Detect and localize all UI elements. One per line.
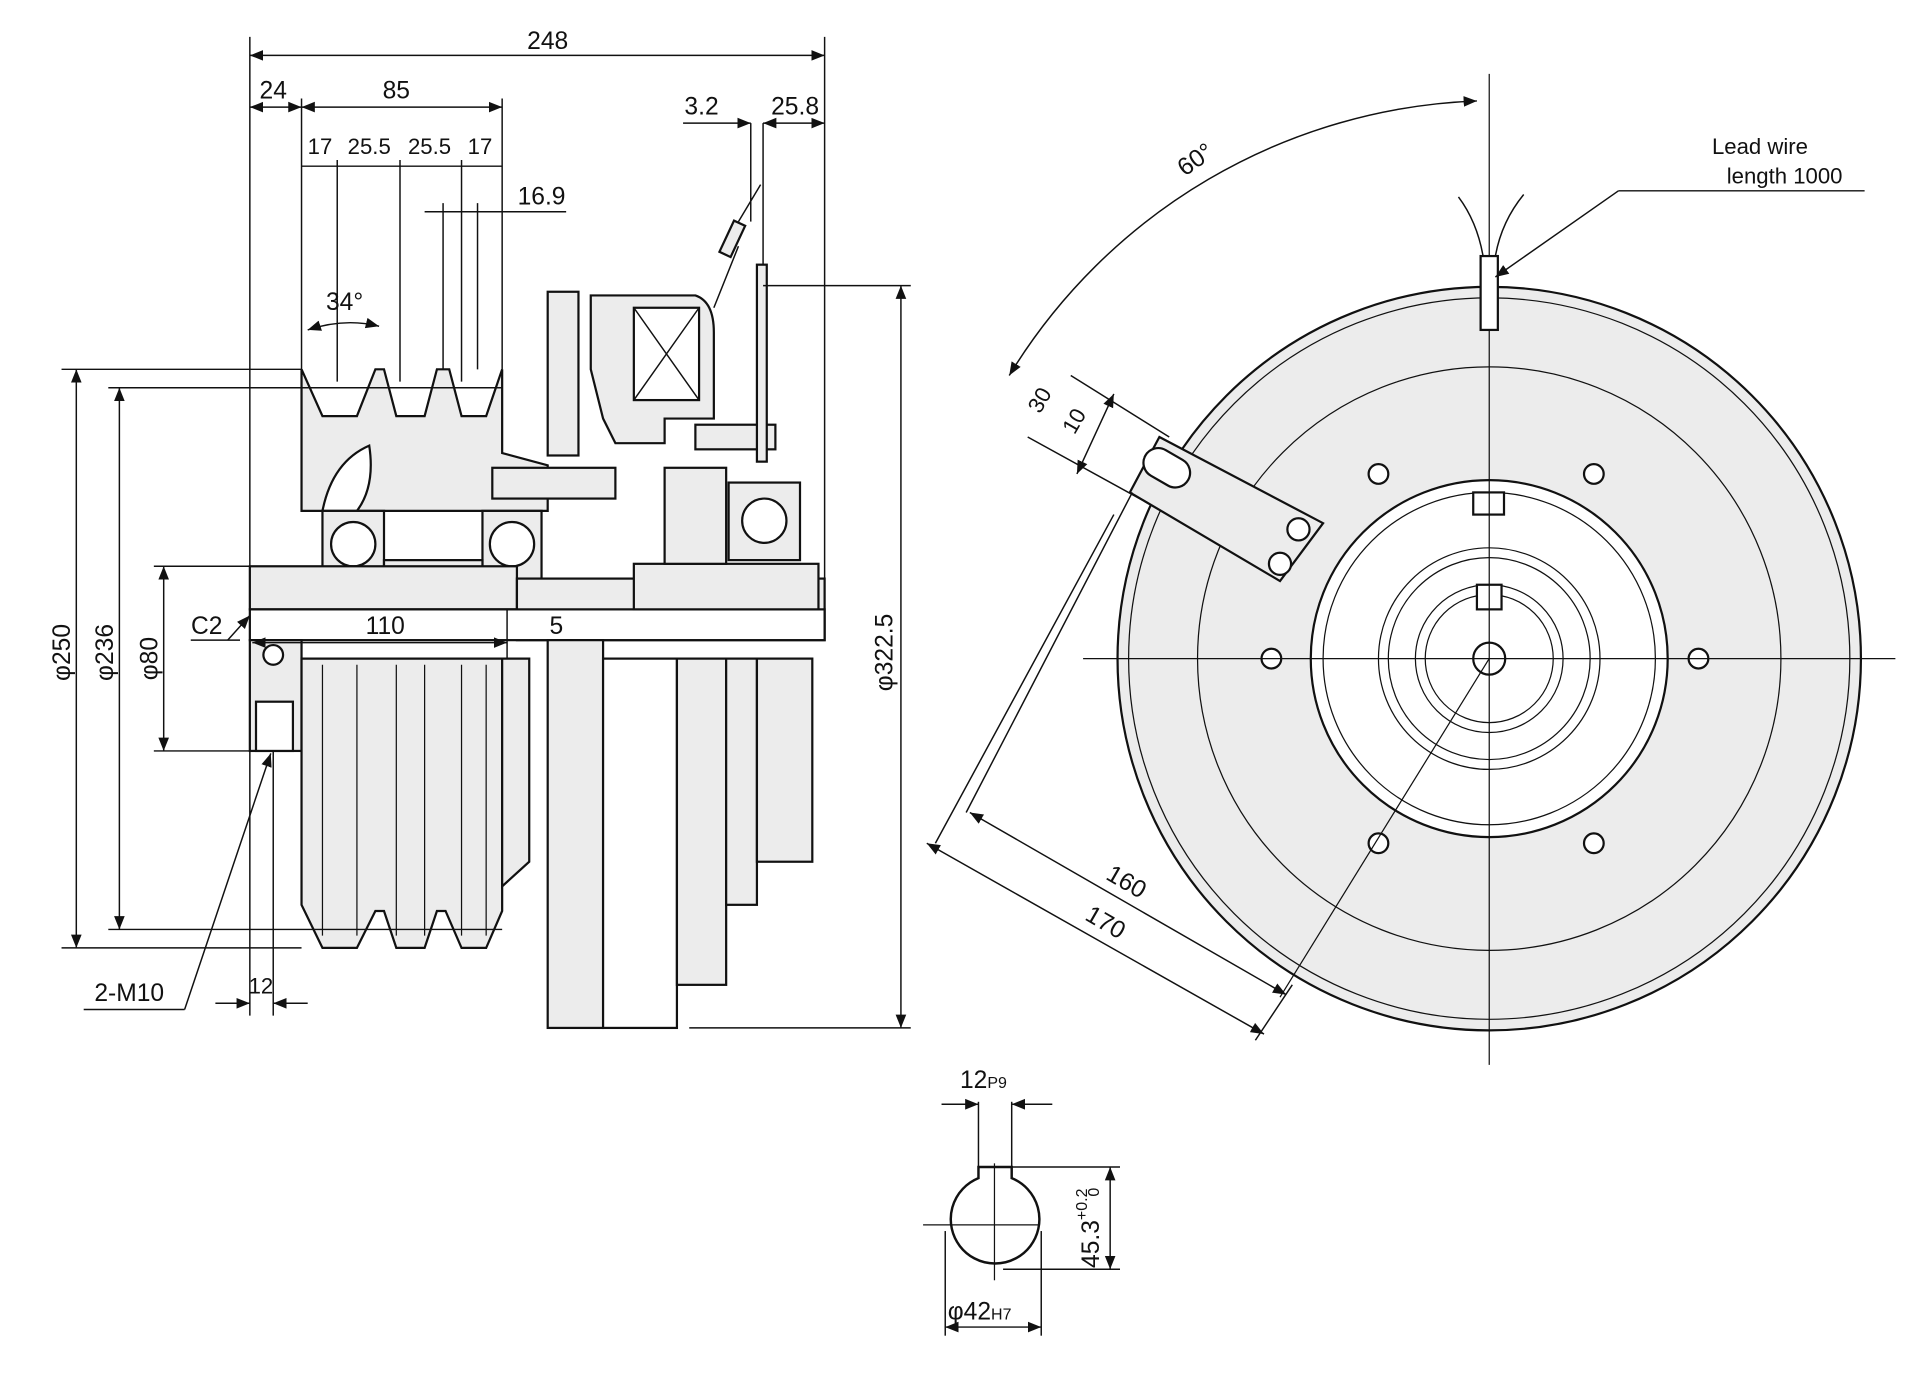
dia-80: φ80: [137, 637, 164, 680]
side-dimensions: [61, 36, 911, 1029]
dim-248: 248: [527, 28, 568, 55]
bearing-ball-right: [488, 520, 536, 568]
dim-17a: 17: [308, 134, 333, 159]
tap-hole: [254, 700, 295, 753]
lead-wire-label: Lead wire: [1712, 134, 1808, 159]
mount-plate: [755, 263, 768, 463]
dia-250: φ250: [49, 624, 76, 681]
front-dimensions: [926, 96, 1865, 1041]
dim-12: 12: [249, 973, 274, 998]
lead-wire-side: [713, 245, 740, 309]
dim-16-9: 16.9: [518, 183, 566, 210]
rotor-disc: [546, 639, 605, 1030]
dim-24: 24: [260, 77, 287, 104]
dia-322-5: φ322.5: [871, 614, 898, 692]
dim-5: 5: [549, 613, 563, 640]
dim-3-2: 3.2: [684, 93, 718, 120]
dia-236: φ236: [92, 624, 119, 681]
chamfer-c2: C2: [191, 613, 222, 640]
flange: [632, 562, 820, 611]
keyway-detail: 12P9 45.3+0.2 0 φ42H7: [923, 1067, 1120, 1336]
dim-30: 30: [1023, 383, 1057, 417]
dim-85: 85: [383, 77, 410, 104]
bracket: [663, 466, 728, 565]
dim-160: 160: [1102, 860, 1151, 904]
front-view: [1083, 73, 1896, 1065]
hub-upper: [248, 565, 519, 611]
side-dimension-labels: 248 24 85 17 25.5 25.5 17 16.9 34° 3.2 2…: [49, 28, 898, 1007]
bearing-ball-left: [329, 520, 377, 568]
field-housing: [755, 657, 814, 863]
dim-17b: 17: [468, 134, 493, 159]
angle-34: 34°: [326, 289, 363, 316]
dim-10: 10: [1057, 404, 1091, 438]
pulley-lower-section: [300, 657, 504, 950]
dim-170: 170: [1081, 901, 1130, 945]
keyway-depth: 45.3+0.2: [1074, 1188, 1105, 1268]
stud: [491, 466, 617, 500]
bore-diameter: φ42H7: [948, 1299, 1012, 1326]
keyway-width: 12P9: [960, 1067, 1007, 1094]
tap-2-m10: 2-M10: [94, 980, 164, 1007]
side-view: [248, 184, 826, 1030]
brake-plate: [546, 290, 580, 457]
armature-disc: [601, 657, 679, 1030]
dim-25-5a: 25.5: [348, 134, 391, 159]
setscrew: [262, 643, 285, 666]
lead-wire-length: length 1000: [1727, 163, 1843, 188]
dim-110: 110: [366, 613, 405, 640]
shaft-bore: [248, 608, 826, 642]
lead-wire: [1479, 254, 1499, 332]
dim-25-8: 25.8: [771, 93, 819, 120]
keyway-depth-lower-tol: 0: [1086, 1188, 1103, 1197]
dim-25-5b: 25.5: [408, 134, 451, 159]
brake-disc: [675, 657, 728, 986]
angle-60: 60°: [1173, 138, 1219, 181]
pulley-web: [321, 444, 372, 512]
field-ring: [725, 657, 759, 906]
pulley-rim: [501, 657, 531, 889]
